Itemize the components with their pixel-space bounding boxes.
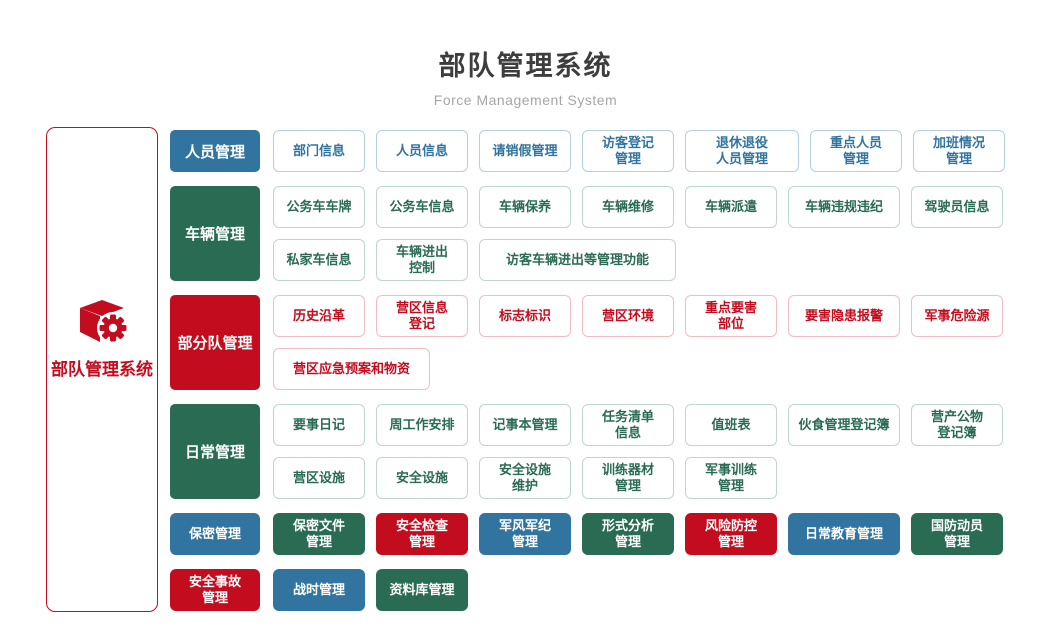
- feature-group-daily: 日常管理要事日记周工作安排记事本管理任务清单 信息值班表伙食管理登记簿营产公物 …: [170, 404, 1005, 499]
- solid-block-safety-accident: 安全事故 管理: [170, 569, 260, 611]
- feature-item: 营区信息 登记: [376, 295, 468, 337]
- feature-lines: 历史沿革营区信息 登记标志标识营区环境重点要害 部位要害隐患报警军事危险源营区应…: [273, 295, 1003, 390]
- solid-block-military-discipline: 军风军纪 管理: [479, 513, 571, 555]
- feature-item: 周工作安排: [376, 404, 468, 446]
- page-subtitle: Force Management System: [433, 92, 618, 108]
- feature-line: 营区应急预案和物资: [273, 348, 1003, 390]
- page-header: 部队管理系统 Force Management System: [0, 44, 1051, 108]
- feature-line: 历史沿革营区信息 登记标志标识营区环境重点要害 部位要害隐患报警军事危险源: [273, 295, 1003, 337]
- category-unit: 部分队管理: [170, 295, 260, 390]
- feature-line: 营区设施安全设施安全设施 维护训练器材 管理军事训练 管理: [273, 457, 1003, 499]
- feature-line: 私家车信息车辆进出 控制访客车辆进出等管理功能: [273, 239, 1003, 281]
- feature-item: 重点人员 管理: [810, 130, 902, 172]
- solid-block-secrecy: 保密管理: [170, 513, 260, 555]
- solid-block-daily-education: 日常教育管理: [788, 513, 900, 555]
- feature-item: 加班情况 管理: [913, 130, 1005, 172]
- feature-item: 车辆维修: [582, 186, 674, 228]
- feature-item: 车辆违规违纪: [788, 186, 900, 228]
- solid-block-database: 资料库管理: [376, 569, 468, 611]
- feature-item: 安全设施 维护: [479, 457, 571, 499]
- solid-block-wartime: 战时管理: [273, 569, 365, 611]
- system-root-label: 部队管理系统: [51, 360, 153, 379]
- feature-item: 要害隐患报警: [788, 295, 900, 337]
- feature-line: 部门信息人员信息请销假管理访客登记 管理退休退役 人员管理重点人员 管理加班情况…: [273, 130, 1005, 172]
- feature-line: 要事日记周工作安排记事本管理任务清单 信息值班表伙食管理登记簿营产公物 登记簿: [273, 404, 1003, 446]
- feature-item: 营产公物 登记簿: [911, 404, 1003, 446]
- solid-block-secret-files: 保密文件 管理: [273, 513, 365, 555]
- solid-block-situation-analysis: 形式分析 管理: [582, 513, 674, 555]
- solid-block-defense-mobilization: 国防动员 管理: [911, 513, 1003, 555]
- feature-item: 伙食管理登记簿: [788, 404, 900, 446]
- feature-item: 军事训练 管理: [685, 457, 777, 499]
- feature-item: 公务车信息: [376, 186, 468, 228]
- feature-item: 人员信息: [376, 130, 468, 172]
- feature-item: 要事日记: [273, 404, 365, 446]
- feature-item: 重点要害 部位: [685, 295, 777, 337]
- feature-item: 任务清单 信息: [582, 404, 674, 446]
- feature-group-unit: 部分队管理历史沿革营区信息 登记标志标识营区环境重点要害 部位要害隐患报警军事危…: [170, 295, 1005, 390]
- solid-row: 保密管理保密文件 管理安全检查 管理军风军纪 管理形式分析 管理风险防控 管理日…: [170, 513, 1005, 555]
- feature-item: 历史沿革: [273, 295, 365, 337]
- feature-item: 车辆进出 控制: [376, 239, 468, 281]
- system-root-content: 部队管理系统: [51, 297, 153, 380]
- feature-item: 营区设施: [273, 457, 365, 499]
- cube-gear-icon: [80, 300, 129, 344]
- feature-item: 请销假管理: [479, 130, 571, 172]
- solid-row: 安全事故 管理战时管理资料库管理: [170, 569, 1005, 611]
- feature-item: 车辆派遣: [685, 186, 777, 228]
- system-root-panel: 部队管理系统: [46, 127, 158, 612]
- feature-lines: 部门信息人员信息请销假管理访客登记 管理退休退役 人员管理重点人员 管理加班情况…: [273, 130, 1005, 172]
- feature-item: 部门信息: [273, 130, 365, 172]
- feature-item: 访客车辆进出等管理功能: [479, 239, 676, 281]
- solid-block-safety-inspection: 安全检查 管理: [376, 513, 468, 555]
- feature-item: 营区应急预案和物资: [273, 348, 430, 390]
- feature-lines: 要事日记周工作安排记事本管理任务清单 信息值班表伙食管理登记簿营产公物 登记簿营…: [273, 404, 1003, 499]
- page-title: 部队管理系统: [438, 51, 613, 81]
- solid-block-risk-control: 风险防控 管理: [685, 513, 777, 555]
- feature-item: 驾驶员信息: [911, 186, 1003, 228]
- category-daily: 日常管理: [170, 404, 260, 499]
- feature-item: 退休退役 人员管理: [685, 130, 799, 172]
- feature-item: 公务车车牌: [273, 186, 365, 228]
- feature-line: 公务车车牌公务车信息车辆保养车辆维修车辆派遣车辆违规违纪驾驶员信息: [273, 186, 1003, 228]
- feature-item: 记事本管理: [479, 404, 571, 446]
- feature-group-personnel: 人员管理部门信息人员信息请销假管理访客登记 管理退休退役 人员管理重点人员 管理…: [170, 130, 1005, 172]
- feature-lines: 公务车车牌公务车信息车辆保养车辆维修车辆派遣车辆违规违纪驾驶员信息私家车信息车辆…: [273, 186, 1003, 281]
- category-personnel: 人员管理: [170, 130, 260, 172]
- feature-item: 标志标识: [479, 295, 571, 337]
- feature-item: 私家车信息: [273, 239, 365, 281]
- feature-item: 训练器材 管理: [582, 457, 674, 499]
- feature-item: 访客登记 管理: [582, 130, 674, 172]
- feature-item: 车辆保养: [479, 186, 571, 228]
- feature-group-vehicle: 车辆管理公务车车牌公务车信息车辆保养车辆维修车辆派遣车辆违规违纪驾驶员信息私家车…: [170, 186, 1005, 281]
- feature-grid: 人员管理部门信息人员信息请销假管理访客登记 管理退休退役 人员管理重点人员 管理…: [170, 130, 1005, 625]
- feature-item: 安全设施: [376, 457, 468, 499]
- feature-item: 营区环境: [582, 295, 674, 337]
- category-vehicle: 车辆管理: [170, 186, 260, 281]
- feature-item: 值班表: [685, 404, 777, 446]
- feature-item: 军事危险源: [911, 295, 1003, 337]
